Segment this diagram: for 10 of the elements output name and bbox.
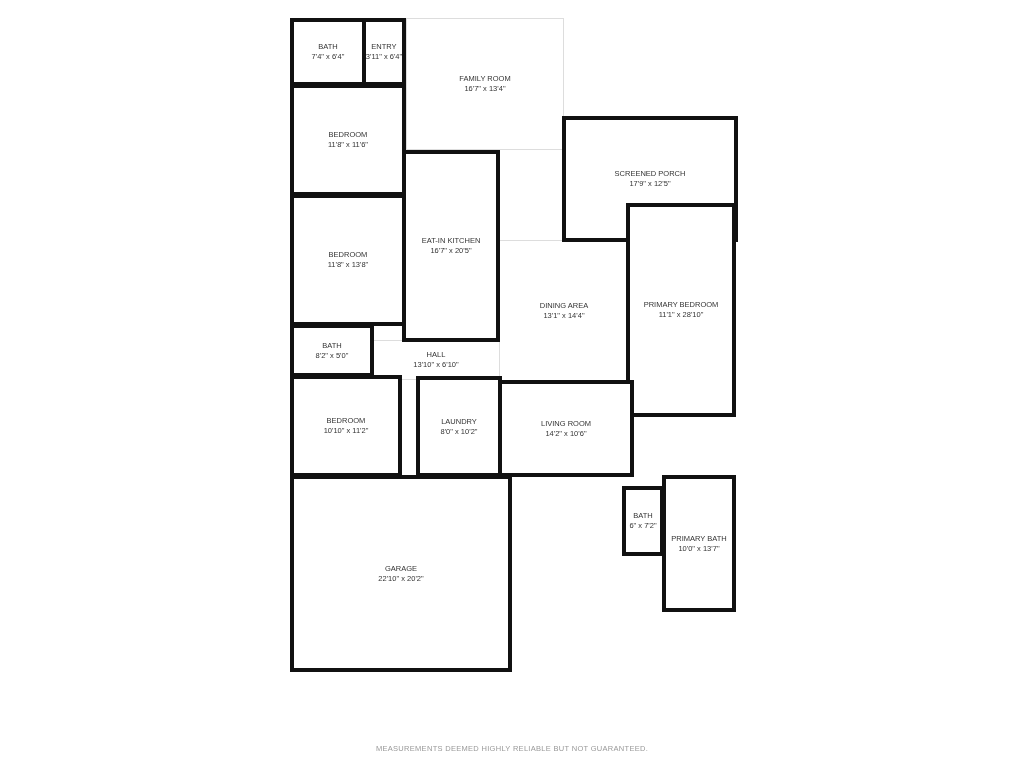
room-outline	[290, 84, 406, 196]
room-outline	[622, 486, 664, 556]
room-outline	[290, 324, 374, 377]
room-outline	[290, 375, 402, 477]
room-outline	[662, 475, 736, 612]
room-outline	[290, 475, 512, 672]
room-outline	[406, 18, 564, 150]
room-outline	[402, 150, 500, 342]
room-outline	[416, 376, 502, 477]
room-outline	[626, 203, 736, 417]
